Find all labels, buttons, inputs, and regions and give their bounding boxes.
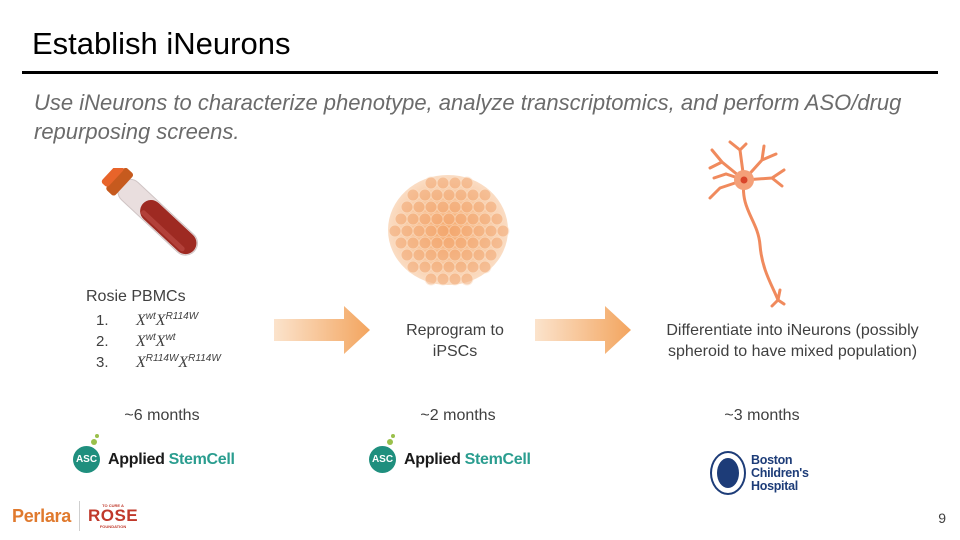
arrow-right-icon: [535, 306, 631, 354]
genotype-item: 3.XR114WXR114W: [96, 353, 221, 371]
page-number: 9: [938, 510, 946, 526]
blood-tube-icon: [101, 168, 198, 256]
slide-title: Establish iNeurons: [32, 26, 291, 61]
duration-label: ~2 months: [420, 407, 496, 424]
boston-childrens-logo: Boston Children's Hospital: [710, 451, 809, 495]
footer-logos: Perlara TO CURE A ROSE FOUNDATION: [12, 501, 138, 531]
pbmc-title: Rosie PBMCs: [86, 288, 186, 305]
rose-foundation-logo: TO CURE A ROSE FOUNDATION: [87, 503, 139, 529]
neuron-icon: [708, 140, 786, 308]
genotype-item: 1.XwtXR114W: [96, 311, 199, 329]
duration-label: ~6 months: [124, 407, 200, 424]
genotype-item: 2.XwtXwt: [96, 332, 176, 350]
duration-label: ~3 months: [724, 407, 800, 424]
arrow-right-icon: [274, 306, 370, 354]
title-divider: [22, 71, 938, 74]
slide-subtitle: Use iNeurons to characterize phenotype, …: [34, 90, 902, 144]
ipsc-cluster-icon: [388, 175, 510, 286]
perlara-logo: Perlara: [12, 505, 71, 526]
